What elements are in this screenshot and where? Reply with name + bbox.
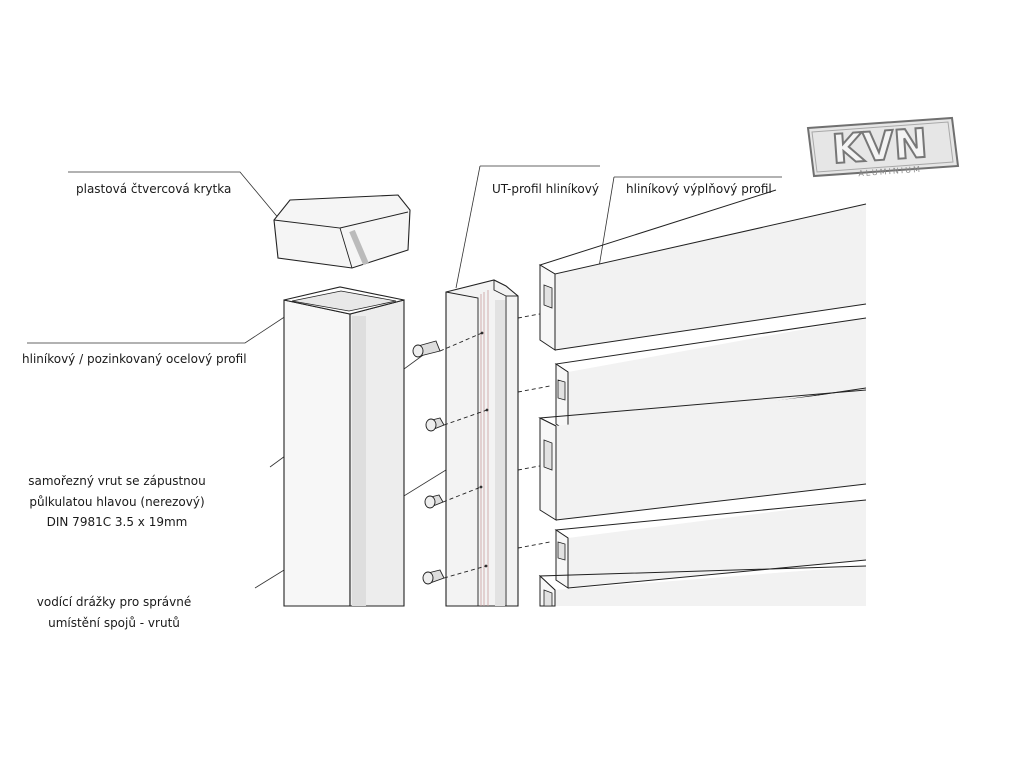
- label-screw-line2: půlkulatou hlavou (nerezový): [29, 495, 205, 509]
- label-screw-line1: samořezný vrut se zápustnou: [28, 474, 206, 488]
- screw-2: [425, 417, 445, 432]
- label-post: hliníkový / pozinkovaný ocelový profil: [22, 352, 247, 366]
- label-screw-line3: DIN 7981C 3.5 x 19mm: [46, 515, 188, 529]
- square-cap: [273, 194, 411, 269]
- infill-boards: [538, 189, 867, 607]
- label-groove-line2: umístění spojů - vrutů: [48, 616, 180, 630]
- label-groove-line1: vodící drážky pro správné: [36, 595, 192, 609]
- label-ut-profile: UT-profil hliníkový: [492, 182, 599, 196]
- logo-wordmark: KVN: [831, 121, 929, 174]
- ut-profile: [445, 279, 519, 607]
- kvn-aluminium-logo: KVN ALUMINIUM: [806, 116, 960, 178]
- infill-board-3: [538, 389, 867, 521]
- infill-board-5: [538, 565, 867, 607]
- screw-3: [424, 494, 444, 509]
- label-cap: plastová čtvercová krytka: [76, 182, 232, 196]
- screws: [412, 332, 488, 585]
- screw-1: [412, 340, 441, 358]
- guide-grooves: [480, 290, 489, 606]
- infill-fixing-axes: [517, 311, 551, 549]
- label-infill: hliníkový výplňový profil: [626, 182, 772, 196]
- logo-subtext: ALUMINIUM: [858, 165, 922, 178]
- infill-board-4: [554, 499, 867, 589]
- infill-board-1: [538, 189, 867, 351]
- square-post: [283, 286, 405, 607]
- screw-4: [422, 569, 445, 585]
